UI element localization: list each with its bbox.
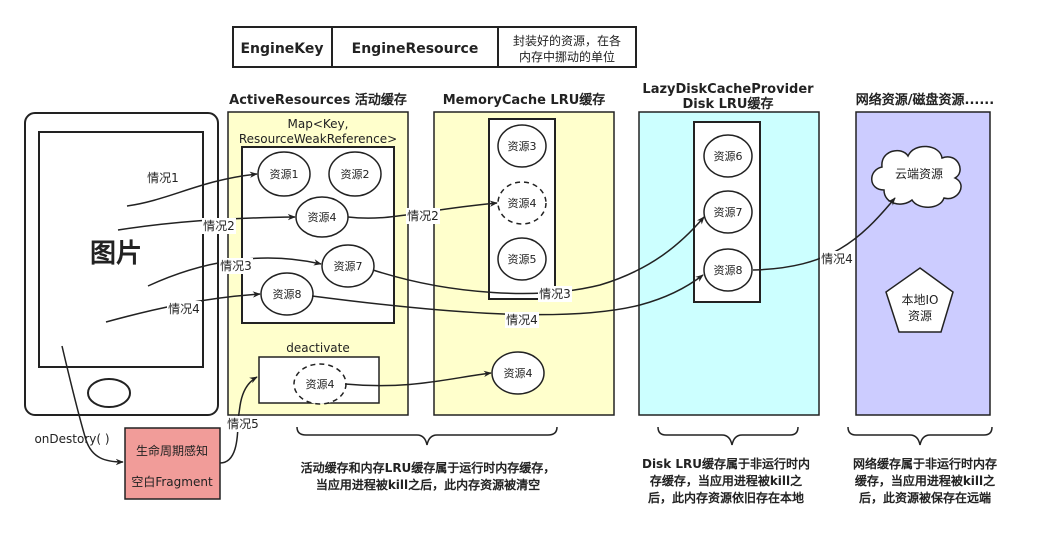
active-title: ActiveResources 活动缓存 bbox=[229, 92, 407, 108]
case3-label-a: 情况3 bbox=[220, 259, 252, 273]
runtime-note-line2: 当应用进程被kill之后，此内存资源被清空 bbox=[316, 477, 540, 492]
active-res7-label: 资源7 bbox=[334, 259, 363, 273]
arrow-deactivate bbox=[344, 370, 492, 387]
arrow-case4-net bbox=[752, 197, 896, 271]
case1-label: 情况1 bbox=[147, 171, 179, 185]
net-note-line3: 后，此资源被保存在远端 bbox=[859, 490, 991, 505]
memory-res4-moved-label: 资源4 bbox=[504, 366, 533, 380]
deactivate-label: deactivate bbox=[286, 341, 350, 355]
memory-res5 bbox=[497, 237, 547, 281]
case4-label-c: 情况4 bbox=[821, 252, 853, 266]
active-res4-label: 资源4 bbox=[308, 210, 337, 224]
brace-runtime bbox=[296, 426, 558, 446]
memory-res4-label: 资源4 bbox=[508, 196, 537, 210]
case4-label-a: 情况4 bbox=[168, 302, 200, 316]
disk-title-line1: LazyDiskCacheProvider bbox=[642, 82, 814, 97]
memory-res3 bbox=[497, 124, 547, 168]
memory-cache-panel: 资源3 资源4 资源5 资源4 bbox=[433, 111, 615, 416]
case4-label-b: 情况4 bbox=[506, 313, 538, 327]
braces bbox=[296, 426, 993, 446]
active-res1-label: 资源1 bbox=[270, 167, 299, 181]
active-res8-label: 资源8 bbox=[273, 287, 302, 301]
on-destroy-label: onDestory( ) bbox=[34, 432, 109, 446]
memory-res5-label: 资源5 bbox=[508, 252, 537, 266]
phone-image-label: 图片 bbox=[90, 239, 142, 269]
cloud-label: 云端资源 bbox=[895, 167, 943, 181]
fragment-line2: 空白Fragment bbox=[131, 474, 213, 489]
disk-res8-label: 资源8 bbox=[714, 263, 743, 277]
active-res1 bbox=[257, 151, 311, 197]
local-io-line1: 本地IO bbox=[902, 293, 939, 307]
case3-label-b: 情况3 bbox=[539, 287, 571, 301]
fragment-line1: 生命周期感知 bbox=[136, 443, 208, 458]
case2-label-b: 情况2 bbox=[407, 209, 439, 223]
disk-res7-label: 资源7 bbox=[714, 205, 743, 219]
active-res2 bbox=[328, 151, 382, 197]
legend-engine-key: EngineKey bbox=[240, 41, 323, 57]
disk-note-line2: 存缓存，当应用进程被kill之 bbox=[649, 473, 802, 488]
case-labels: 情况1 情况2 情况2 情况3 情况3 情况4 情况4 情况4 情况5 bbox=[146, 169, 854, 432]
brace-network bbox=[847, 426, 993, 446]
disk-res8 bbox=[703, 248, 753, 292]
local-io-pentagon bbox=[885, 267, 954, 333]
map-label-line2: ResourceWeakReference> bbox=[239, 132, 397, 146]
brace-disk bbox=[657, 426, 799, 446]
phone-home-button bbox=[87, 378, 131, 408]
arrow-case4-disk bbox=[311, 274, 704, 316]
network-title: 网络资源/磁盘资源...... bbox=[856, 92, 994, 108]
map-label-line1: Map<Key, bbox=[288, 117, 349, 131]
net-note-line2: 缓存，当应用进程被kill之 bbox=[855, 473, 995, 488]
active-res8 bbox=[260, 272, 314, 316]
cloud-shape bbox=[871, 145, 962, 208]
disk-title-line2: Disk LRU缓存 bbox=[682, 96, 773, 112]
active-res7 bbox=[321, 244, 375, 288]
disk-cache-panel: 资源6 资源7 资源8 bbox=[638, 111, 820, 416]
arrow-case2-in bbox=[117, 213, 296, 231]
phone: 图片 bbox=[24, 112, 219, 416]
legend-engine-resource: EngineResource bbox=[352, 41, 479, 57]
memory-res4-moved bbox=[491, 351, 545, 395]
lifecycle-fragment: 生命周期感知 空白Fragment bbox=[124, 427, 221, 500]
arrow-case5 bbox=[219, 376, 258, 464]
case5-label: 情况5 bbox=[227, 417, 259, 431]
disk-note-line1: Disk LRU缓存属于非运行时内 bbox=[642, 456, 810, 471]
legend-desc-line1: 封装好的资源，在各 bbox=[513, 33, 621, 48]
disk-res7 bbox=[703, 190, 753, 234]
active-res2-label: 资源2 bbox=[341, 167, 370, 181]
case2-label-a: 情况2 bbox=[203, 219, 235, 233]
arrow-case3-disk bbox=[372, 216, 705, 295]
legend: EngineKey EngineResource 封装好的资源，在各 内存中挪动… bbox=[232, 26, 637, 68]
memory-title: MemoryCache LRU缓存 bbox=[443, 92, 606, 108]
arrow-case1 bbox=[126, 171, 258, 207]
arrow-ondestroy bbox=[61, 345, 124, 466]
memory-res4-ghost bbox=[497, 181, 547, 225]
local-io-line2: 资源 bbox=[908, 309, 932, 323]
notes: 活动缓存和内存LRU缓存属于运行时内存缓存， 当应用进程被kill之后，此内存资… bbox=[301, 456, 997, 505]
disk-res6 bbox=[703, 134, 753, 178]
net-note-line1: 网络缓存属于非运行时内存 bbox=[853, 456, 997, 471]
network-panel: 云端资源 本地IO 资源 bbox=[855, 111, 991, 416]
runtime-note-line1: 活动缓存和内存LRU缓存属于运行时内存缓存， bbox=[301, 460, 556, 475]
legend-desc-line2: 内存中挪动的单位 bbox=[519, 49, 615, 64]
disk-res6-label: 资源6 bbox=[714, 149, 743, 163]
deactivated-res4-label: 资源4 bbox=[306, 377, 335, 391]
disk-note-line3: 后，此内存资源依旧存在本地 bbox=[648, 490, 804, 505]
memory-res3-label: 资源3 bbox=[508, 139, 537, 153]
